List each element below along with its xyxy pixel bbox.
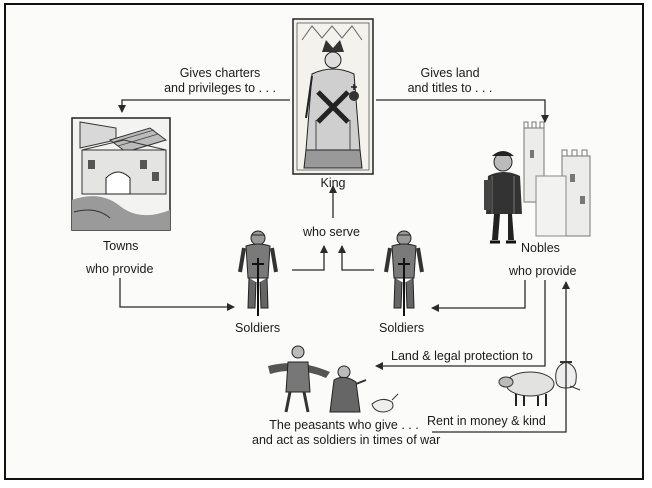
who-serve-label: who serve xyxy=(303,225,360,239)
land-label-line2: and titles to . . . xyxy=(407,81,493,95)
rent-label: Rent in money & kind xyxy=(427,414,546,428)
king-label: King xyxy=(320,176,346,190)
arrow-soldiers-left-to-king xyxy=(292,245,328,271)
soldiers-right-label: Soldiers xyxy=(379,321,425,335)
money-bag-icon xyxy=(555,361,581,391)
arrow-towns-to-soldiers xyxy=(119,278,235,311)
arrow-soldiers-right-to-king xyxy=(338,245,374,271)
sheep-illustration xyxy=(498,371,555,406)
soldier-right-illustration xyxy=(384,230,424,316)
charters-label-line2: and privileges to . . . xyxy=(164,81,276,95)
protection-label: Land & legal protection to xyxy=(391,349,533,363)
peasants-label: The peasants who give . . . and act as s… xyxy=(252,418,441,448)
nobles-label: Nobles xyxy=(521,241,560,255)
nobles-illustration xyxy=(484,121,591,244)
arrow-nobles-to-soldiers xyxy=(431,280,526,312)
relationship-arrows xyxy=(118,99,570,433)
arrow-rent-to-nobles xyxy=(432,281,570,433)
towns-illustration xyxy=(71,117,171,231)
towns-label: Towns xyxy=(103,239,139,253)
arrow-king-to-nobles xyxy=(376,99,549,123)
peasants-illustration xyxy=(268,345,399,413)
king-illustration xyxy=(292,18,374,175)
charters-label-line1: Gives charters xyxy=(179,66,261,80)
towns-provide-label: who provide xyxy=(86,262,154,276)
charters-label: Gives charters and privileges to . . . xyxy=(164,66,276,96)
land-label-line1: Gives land xyxy=(420,66,480,80)
soldier-left-illustration xyxy=(238,230,278,316)
arrow-protection-to-peasants xyxy=(375,280,546,370)
peasants-label-line1: The peasants who give . . . xyxy=(269,418,419,432)
nobles-provide-label: who provide xyxy=(509,264,577,278)
land-label: Gives land and titles to . . . xyxy=(398,66,502,96)
arrow-king-to-towns xyxy=(118,99,290,113)
soldiers-left-label: Soldiers xyxy=(235,321,281,335)
peasants-label-line2: and act as soldiers in times of war xyxy=(252,433,441,447)
